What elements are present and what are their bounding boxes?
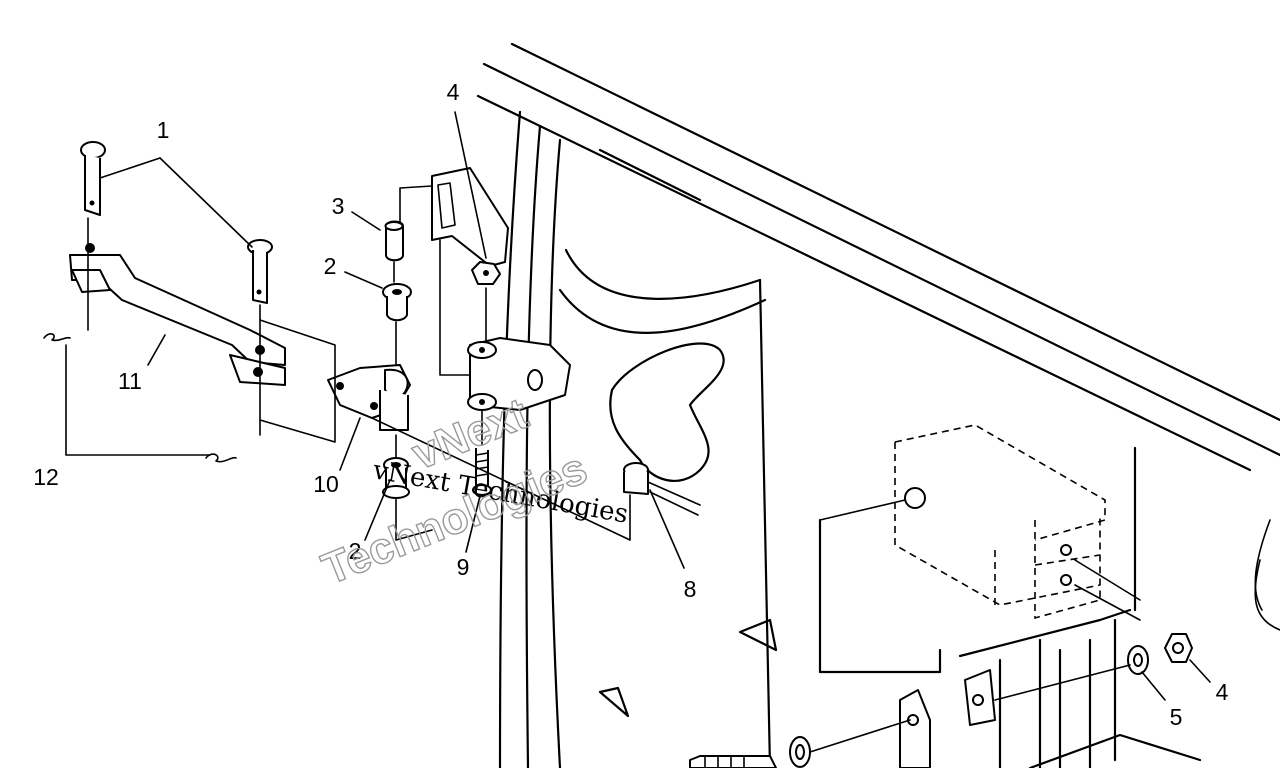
callout-5: 5 <box>1170 704 1183 730</box>
callout-2-upper: 2 <box>324 253 337 279</box>
leader-lines <box>99 111 1211 701</box>
upper-hinge-bracket <box>431 167 509 267</box>
bushing-2-upper <box>382 283 412 322</box>
washer-5 <box>1127 645 1149 675</box>
callout-10: 10 <box>313 471 339 497</box>
spacer-3 <box>384 220 404 262</box>
hex-nut-lower <box>1164 633 1193 663</box>
callout-9: 9 <box>457 554 470 580</box>
cotter-pin-lower <box>205 453 237 463</box>
cotter-pin-upper <box>43 333 71 342</box>
assembly-lines <box>65 185 1141 753</box>
callout-4-lower: 4 <box>1216 679 1229 705</box>
callout-1: 1 <box>157 117 170 143</box>
callout-11: 11 <box>118 368 142 394</box>
hex-nut-upper <box>471 261 501 285</box>
callout-2-lower: 2 <box>349 538 362 564</box>
clevis-pin-left <box>80 141 106 216</box>
callout-12: 12 <box>33 464 59 490</box>
callout-8: 8 <box>684 576 697 602</box>
callout-3: 3 <box>332 193 345 219</box>
callouts: 1 2 2 3 4 4 5 8 9 10 11 12 <box>33 79 1228 730</box>
clevis-pin-right <box>247 239 273 304</box>
dashed-component-box <box>894 424 1106 620</box>
cab-frame <box>476 42 1280 768</box>
watermark: vNext Technologies vNext Technologies <box>315 388 631 595</box>
bolt-8 <box>623 462 701 516</box>
callout-4-upper: 4 <box>447 79 460 105</box>
pivot-bracket <box>327 364 411 431</box>
lower-bolt <box>689 669 996 768</box>
lower-hinge-bracket <box>467 337 571 411</box>
